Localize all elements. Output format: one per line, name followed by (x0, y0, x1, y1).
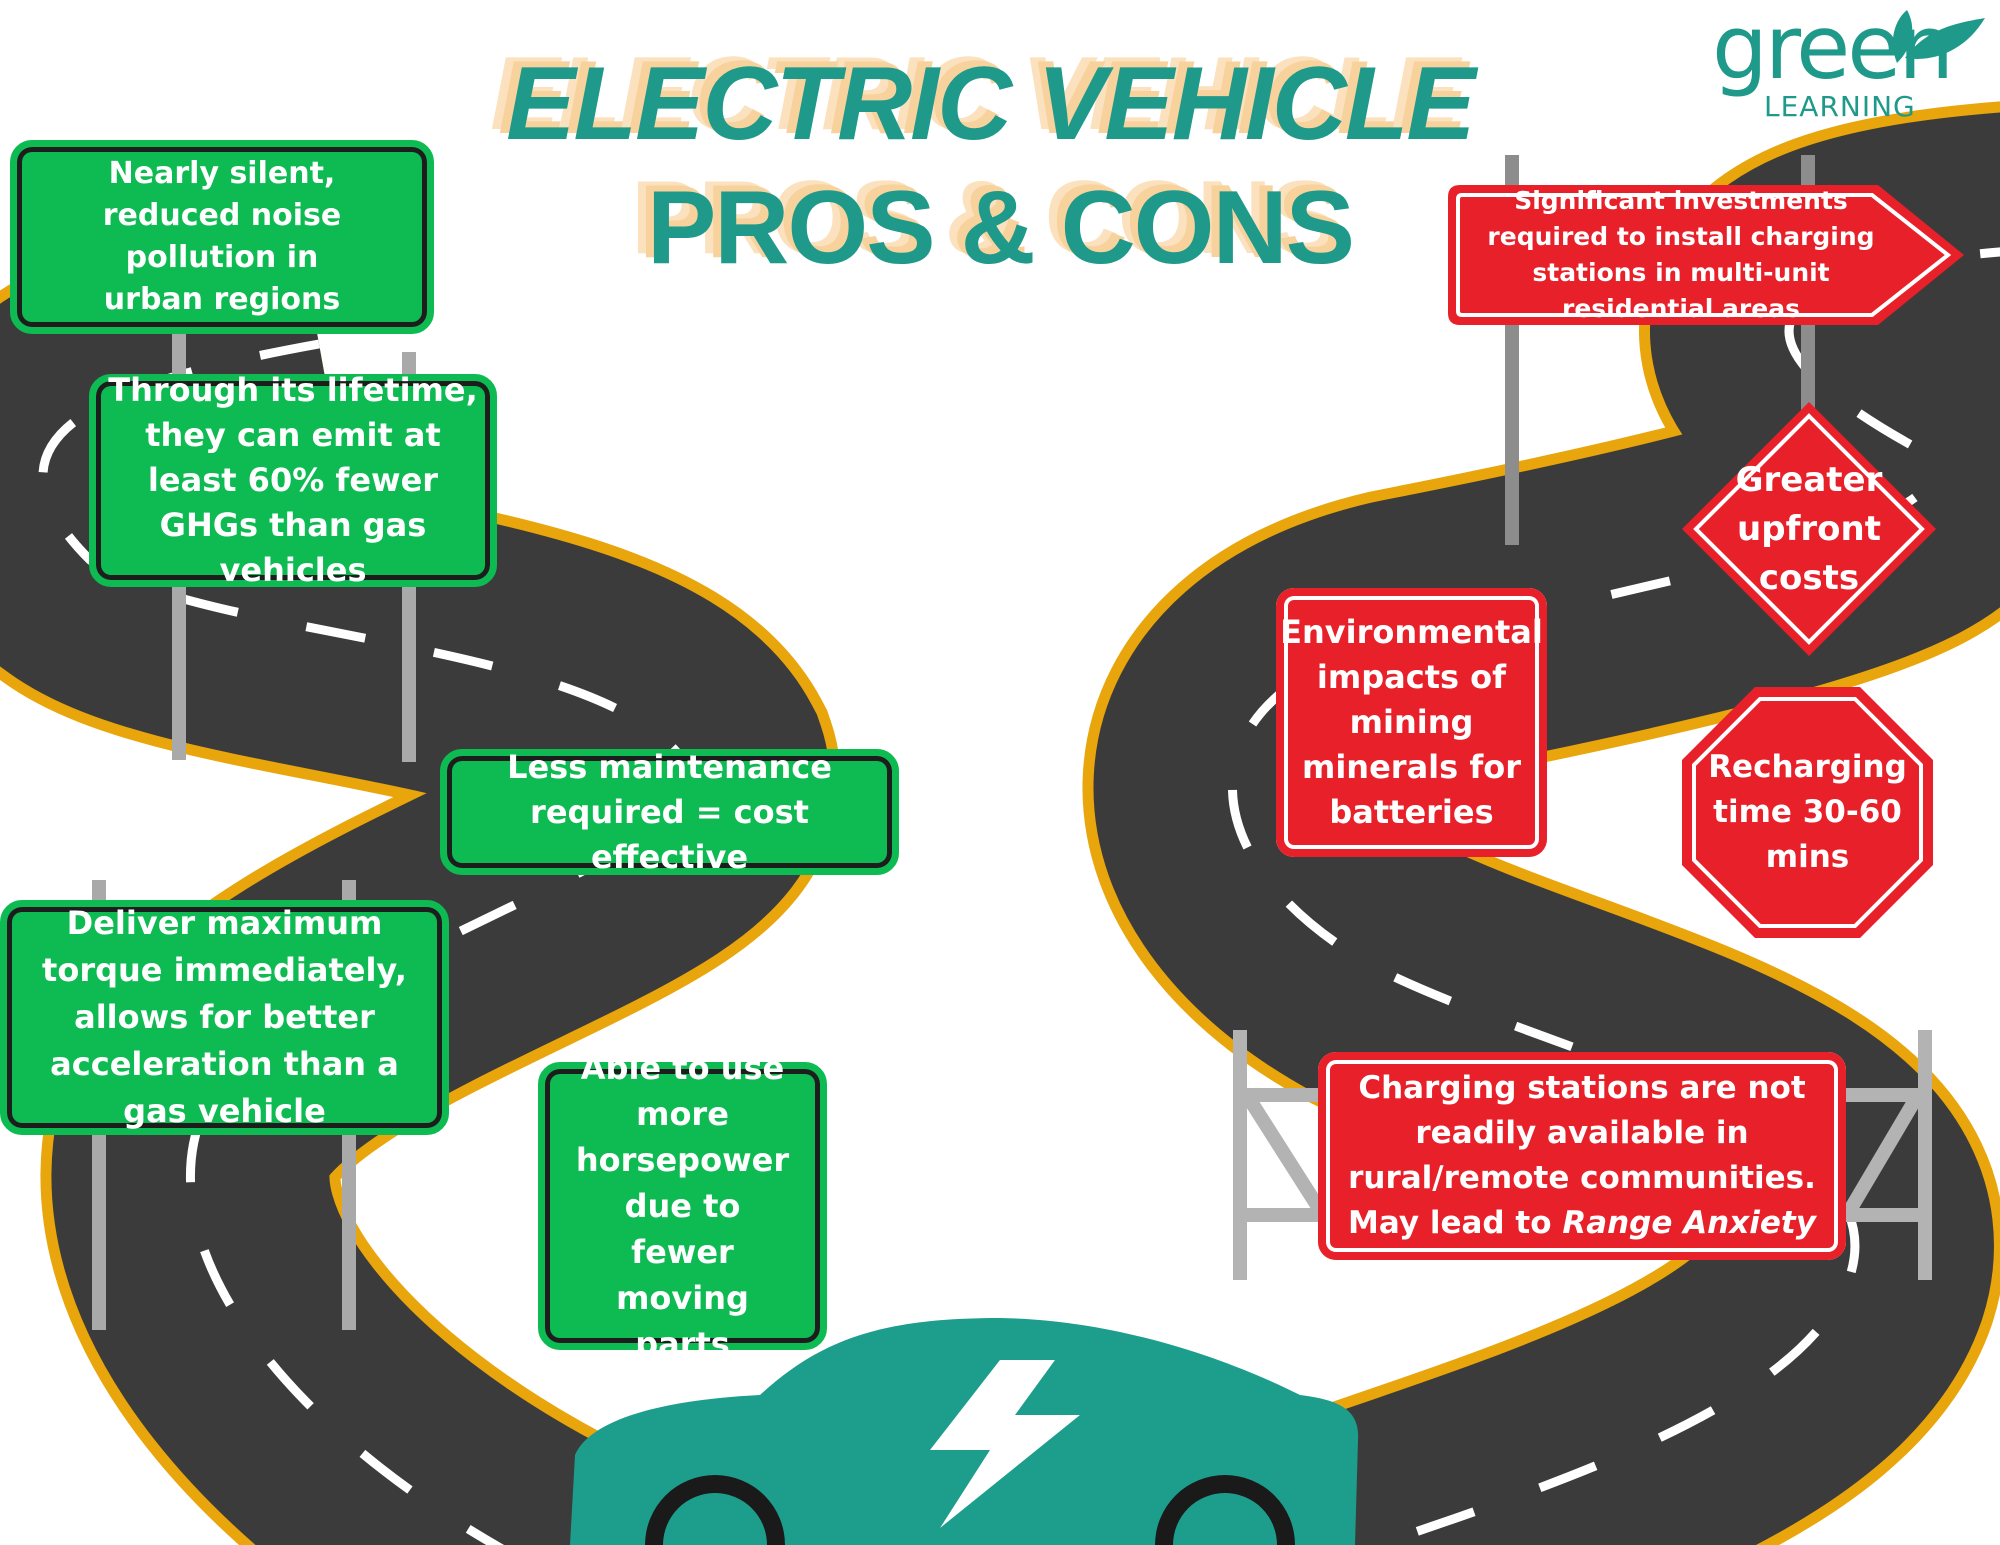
diamond-sign-shape (1682, 402, 1936, 656)
con-text: Recharging time 30-60 mins (1708, 749, 1907, 875)
pro-sign-horsepower: Able to use more horsepower due to fewer… (538, 1049, 827, 1363)
pro-sign-ghg: Through its lifetime, they can emit at l… (89, 371, 497, 589)
title-line-1: ELECTRIC VEHICLE (506, 46, 1476, 162)
range-anxiety-emphasis: Range Anxiety (1562, 1205, 1816, 1241)
electric-car-icon (570, 1318, 1359, 1545)
green-learning-logo: green LEARNING (1712, 0, 1985, 123)
con-text: Significant investments required to inst… (1487, 186, 1875, 323)
pro-text: Deliver maximum torque immediately, allo… (42, 904, 407, 1130)
con-sign-recharging: Recharging time 30-60 mins (1680, 685, 1935, 940)
lightning-bolt-icon (930, 1360, 1080, 1528)
logo-sub: LEARNING (1764, 90, 1916, 123)
pro-sign-noise: Nearly silent, reduced noise pollution i… (10, 140, 434, 334)
con-sign-investments: Significant investments required to inst… (1448, 185, 1964, 325)
logo-word: green (1712, 0, 1954, 99)
arrow-sign-shape (1448, 185, 1964, 325)
pro-sign-maintenance: Less maintenance required = cost effecti… (440, 748, 899, 876)
pro-text: Through its lifetime, they can emit at l… (108, 371, 478, 589)
con-text: Greater upfront costs (1735, 459, 1883, 598)
con-sign-rural: Charging stations are not readily availa… (1318, 1052, 1846, 1260)
con-text: Environmental impacts of mining minerals… (1280, 613, 1543, 831)
con-sign-upfront: Greater upfront costs (1680, 400, 1938, 658)
pro-text: Less maintenance required = cost effecti… (507, 747, 832, 876)
con-text-main: Charging stations are not readily availa… (1348, 1070, 1816, 1241)
con-text: Charging stations are not readily availa… (1318, 1066, 1846, 1246)
pro-text: Nearly silent, reduced noise pollution i… (102, 156, 342, 317)
leaf-icon (1892, 10, 1985, 63)
con-sign-mining: Environmental impacts of mining minerals… (1276, 588, 1547, 857)
pro-text: Able to use more horsepower due to fewer… (575, 1049, 790, 1363)
stop-sign-shape (1682, 687, 1933, 938)
pro-sign-torque: Deliver maximum torque immediately, allo… (0, 900, 449, 1135)
title-line-2: PROS & CONS (646, 170, 1355, 286)
right-road-lane (1228, 247, 2000, 1545)
